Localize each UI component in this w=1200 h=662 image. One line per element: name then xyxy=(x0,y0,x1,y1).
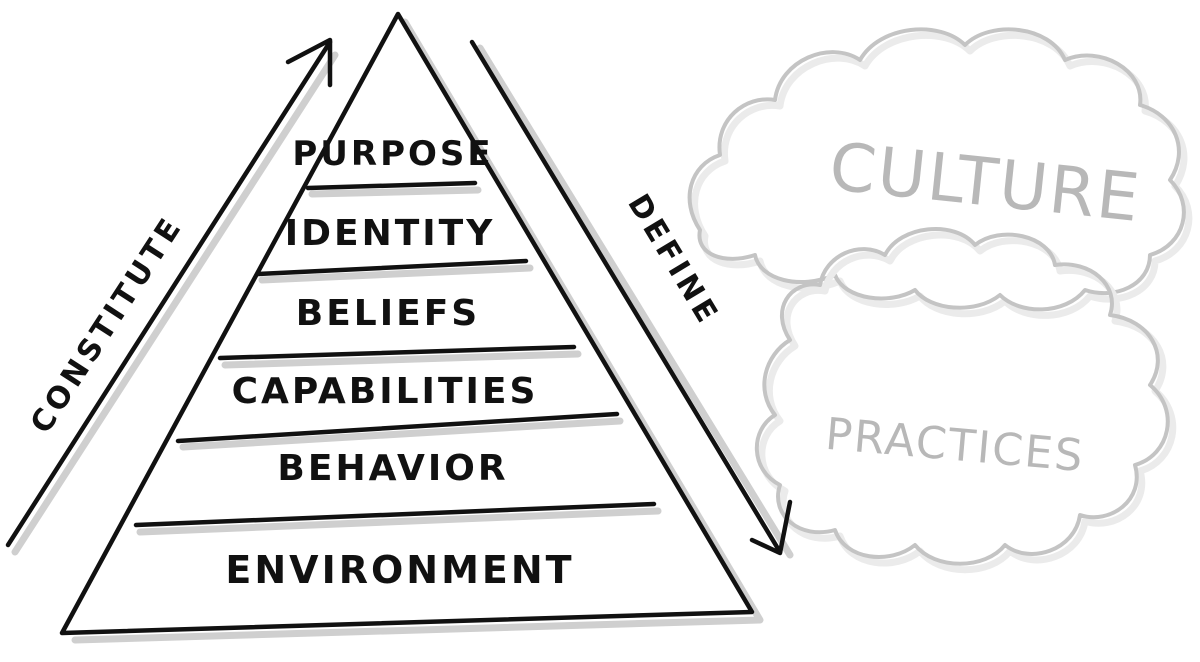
practices-label: PRACTICES xyxy=(823,409,1086,482)
divider-behavior xyxy=(133,501,657,528)
level-beliefs: BELIEFS xyxy=(296,293,480,334)
level-purpose: PURPOSE xyxy=(292,134,493,174)
constitute-arrow xyxy=(5,37,339,556)
level-behavior: BEHAVIOR xyxy=(277,448,508,489)
culture-cloud: CULTURE xyxy=(687,27,1193,319)
practices-cloud: PRACTICES xyxy=(754,227,1177,574)
constitute-arrowhead xyxy=(285,37,333,88)
divider-capabilities xyxy=(175,411,620,444)
define-arrow xyxy=(469,39,794,559)
level-capabilities: CAPABILITIES xyxy=(232,371,539,412)
level-identity: IDENTITY xyxy=(285,213,496,254)
define-arrowhead xyxy=(749,499,793,556)
divider-identity xyxy=(255,258,529,277)
level-environment: ENVIRONMENT xyxy=(225,548,574,592)
pyramid xyxy=(59,11,764,644)
divider-beliefs xyxy=(217,344,577,361)
divider-purpose xyxy=(305,180,478,191)
culture-label: CULTURE xyxy=(826,128,1145,237)
